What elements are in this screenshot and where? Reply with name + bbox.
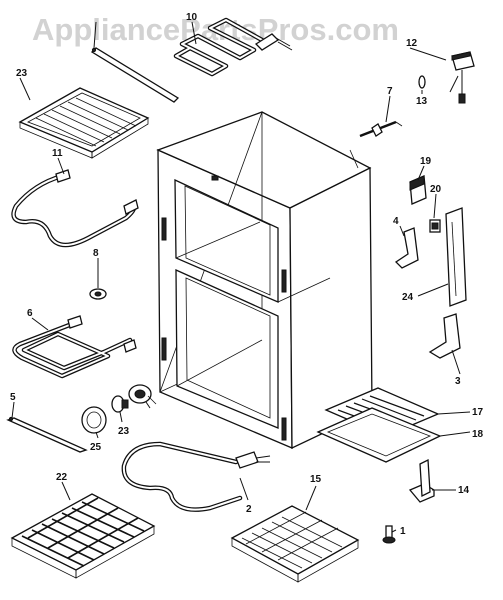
part-21-oven-rack[interactable] bbox=[18, 87, 150, 159]
rack-rail[interactable] bbox=[90, 47, 180, 103]
part-23-light-bulb[interactable] bbox=[111, 395, 129, 413]
part-24-lamp-cover[interactable] bbox=[81, 406, 107, 434]
callout-11: 11 bbox=[52, 148, 63, 159]
callout-24: 25 bbox=[90, 442, 102, 453]
oven-cavity[interactable] bbox=[156, 111, 373, 450]
callout-19: 20 bbox=[430, 184, 442, 195]
callout-5: 5 bbox=[10, 392, 16, 403]
callout-labels: 23 10 12 13 7 11 19 20 4 24 8 6 3 5 25 2… bbox=[10, 12, 484, 537]
part-8-nut[interactable] bbox=[89, 288, 107, 300]
callout-8: 8 bbox=[93, 248, 99, 259]
callout-12: 12 bbox=[406, 38, 418, 49]
part-19-clip[interactable] bbox=[429, 219, 441, 233]
callout-4: 4 bbox=[393, 216, 399, 227]
callout-20: 22 bbox=[56, 472, 68, 483]
callout-17: 18 bbox=[472, 429, 484, 440]
callout-23: 23 bbox=[118, 426, 130, 437]
part-25-lamp-socket[interactable] bbox=[128, 384, 157, 405]
part-12-control-board[interactable] bbox=[449, 51, 475, 104]
callout-21: 23 bbox=[16, 68, 28, 79]
part-5-rail[interactable] bbox=[6, 416, 88, 453]
part-10-broil-element[interactable] bbox=[173, 17, 293, 77]
callout-14: 14 bbox=[458, 485, 470, 496]
callout-15: 15 bbox=[310, 474, 322, 485]
callout-1: 1 bbox=[400, 526, 406, 537]
part-3-bracket[interactable] bbox=[428, 313, 461, 359]
part-13-clip[interactable] bbox=[418, 75, 426, 89]
part-6-bake-element[interactable] bbox=[12, 315, 137, 379]
part-1-leveling-leg[interactable] bbox=[382, 525, 396, 544]
callout-7: 7 bbox=[387, 86, 393, 97]
part-2-lower-element[interactable] bbox=[121, 441, 271, 512]
callout-3: 3 bbox=[455, 376, 461, 387]
part-4-side-bracket[interactable] bbox=[394, 227, 419, 269]
part-18-bracket[interactable] bbox=[409, 175, 427, 205]
callout-2: 2 bbox=[246, 504, 252, 515]
callout-13: 13 bbox=[416, 96, 428, 107]
callout-10: 10 bbox=[186, 12, 198, 23]
part-15-oven-rack[interactable] bbox=[230, 505, 360, 583]
part-7-temp-sensor[interactable] bbox=[359, 120, 403, 138]
part-22-side-trim[interactable] bbox=[445, 207, 467, 307]
part-20-oven-rack[interactable] bbox=[10, 493, 156, 579]
callout-6: 6 bbox=[27, 308, 33, 319]
part-14-anti-tip-bracket[interactable] bbox=[408, 458, 435, 503]
leader-lines bbox=[11, 21, 471, 533]
callout-22: 24 bbox=[402, 292, 414, 303]
callout-18: 19 bbox=[420, 156, 432, 167]
callout-16: 17 bbox=[472, 407, 484, 418]
part-11-bake-element[interactable] bbox=[11, 169, 139, 248]
